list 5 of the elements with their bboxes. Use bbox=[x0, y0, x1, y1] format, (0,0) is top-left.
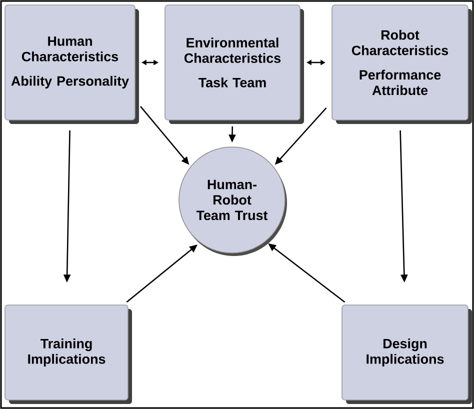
concept-box: Environmental Characteristics Task Team bbox=[164, 4, 304, 124]
concept-box: Training Implications bbox=[4, 304, 132, 404]
concept-box: Design Implications bbox=[342, 304, 472, 404]
concept-box: Robot Characteristics Performance Attribute bbox=[332, 4, 472, 124]
concept-box: Human Characteristics Ability Personality bbox=[4, 4, 139, 124]
